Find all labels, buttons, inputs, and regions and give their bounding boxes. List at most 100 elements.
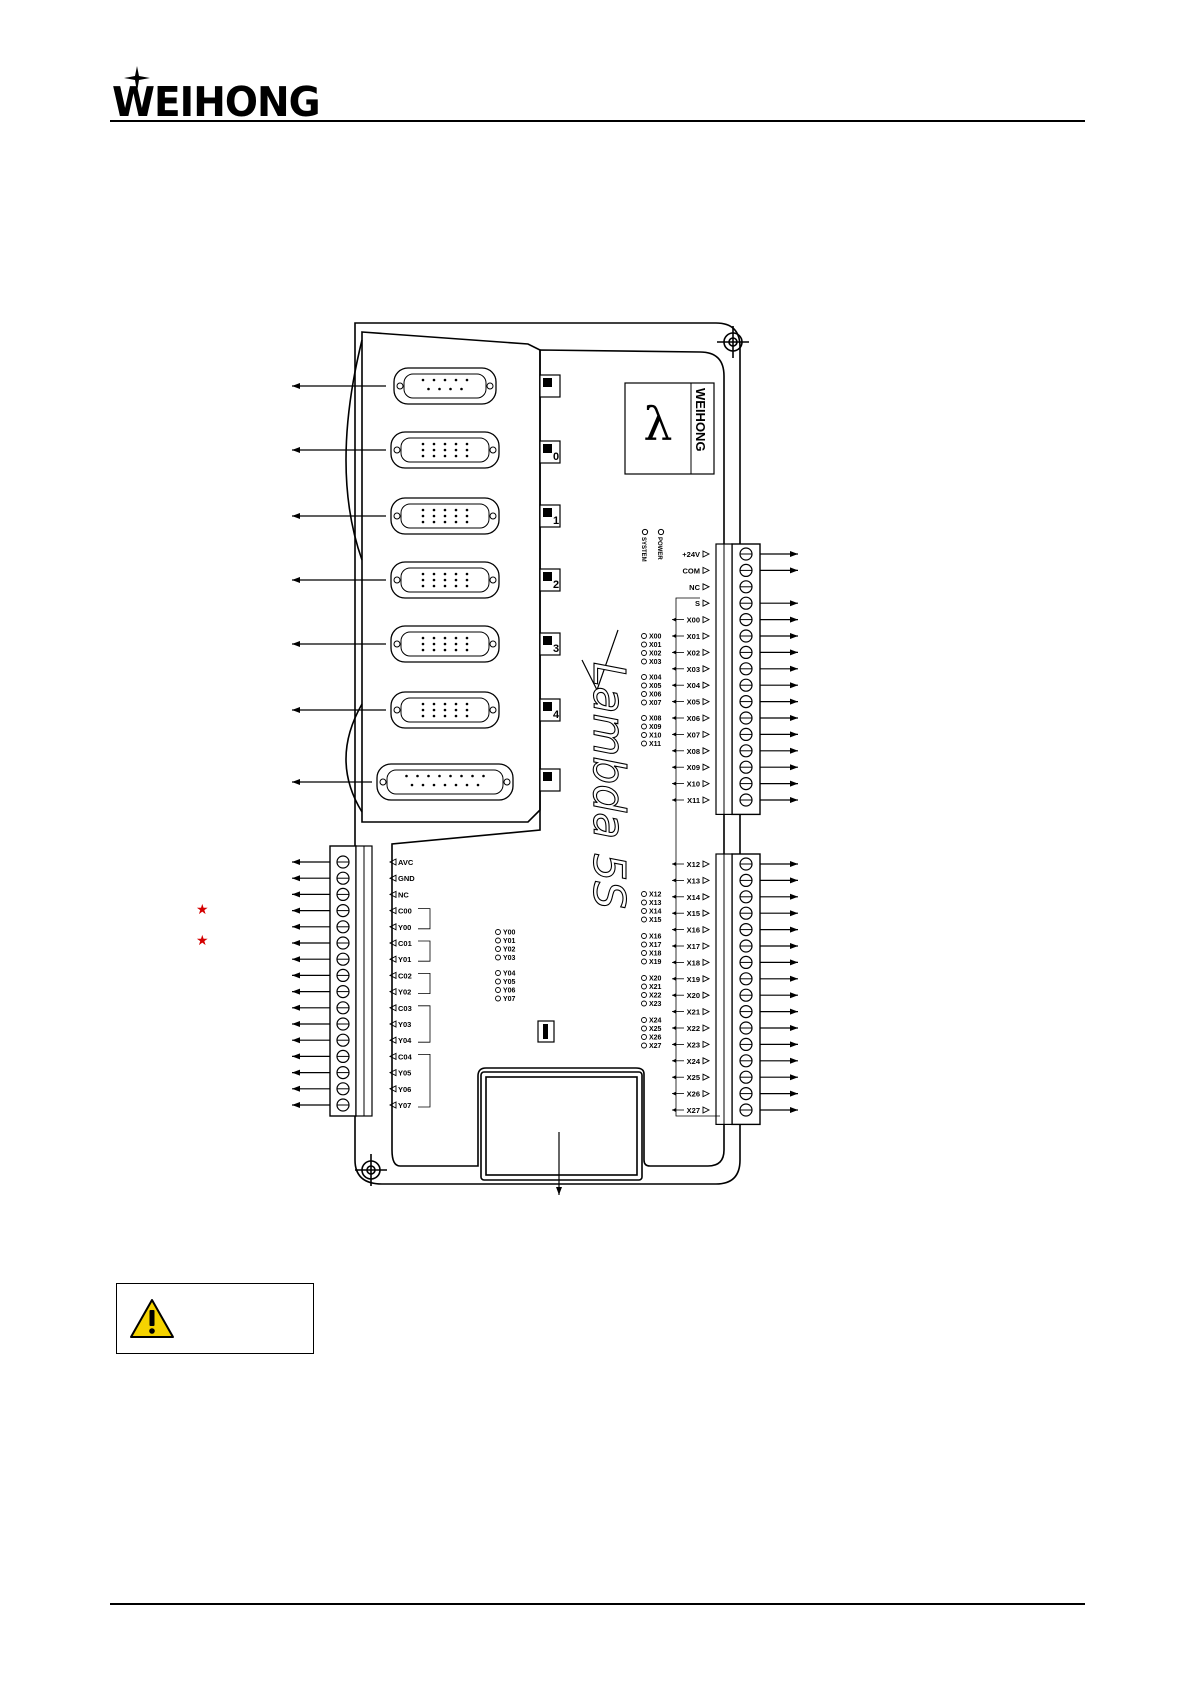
pin-marker xyxy=(702,958,711,967)
led xyxy=(641,699,647,706)
dsub-pin xyxy=(421,454,425,458)
dsub-pin xyxy=(432,378,436,382)
dsub-pin xyxy=(465,648,469,652)
led-label: X08 xyxy=(649,716,662,723)
terminal-label: X05 xyxy=(687,698,700,707)
dsub-pin xyxy=(465,636,469,640)
led xyxy=(495,987,501,993)
terminal-label: X08 xyxy=(687,747,700,756)
led xyxy=(641,740,647,747)
pin-marker xyxy=(702,975,711,983)
dsub-connector xyxy=(393,367,497,405)
input-lead-head xyxy=(672,765,676,770)
input-lead-head xyxy=(672,666,676,671)
dsub-pin xyxy=(443,378,447,382)
terminal-label: C01 xyxy=(398,939,412,948)
dsub-pin xyxy=(443,448,447,452)
dsub-pin xyxy=(432,584,436,588)
pin-marker xyxy=(702,583,711,591)
arrow-head xyxy=(790,567,798,574)
model-text: Lambda 5S xyxy=(583,662,634,909)
dsub-pin xyxy=(465,708,469,712)
port-icon: 0 xyxy=(539,440,561,464)
led xyxy=(641,658,647,665)
terminal-label: X24 xyxy=(687,1057,701,1066)
led xyxy=(641,633,647,639)
led-label: X11 xyxy=(649,741,661,748)
dsub-pin xyxy=(454,442,458,446)
port-icon: 2 xyxy=(539,568,561,592)
arrow-head xyxy=(790,731,798,738)
terminal-label: NC xyxy=(689,583,700,592)
pin-marker xyxy=(702,681,711,689)
input-lead-head xyxy=(672,798,676,802)
pin-marker xyxy=(702,925,711,934)
terminal-label: X10 xyxy=(687,780,700,789)
pin-marker xyxy=(702,876,711,885)
input-lead-head xyxy=(672,617,676,622)
dsub-pin xyxy=(438,387,441,391)
pin-marker xyxy=(388,955,397,963)
system-led-label: SYSTEM xyxy=(640,537,646,562)
terminal-label: X13 xyxy=(687,876,700,885)
input-lead-head xyxy=(672,732,676,737)
dsub-connector xyxy=(390,561,500,599)
led xyxy=(495,954,501,961)
terminal-label: NC xyxy=(398,890,409,899)
port-icon-mark xyxy=(543,572,552,581)
arrow-head xyxy=(292,956,300,963)
pin-marker xyxy=(388,1068,397,1077)
led xyxy=(641,916,647,923)
led-label: Y06 xyxy=(503,988,516,995)
module-lambda-glyph: λ xyxy=(643,397,672,451)
arrow-head xyxy=(790,1025,798,1031)
dsub-face xyxy=(400,503,490,529)
terminal-label: Y01 xyxy=(398,955,411,964)
terminal-label: +24V xyxy=(682,550,700,559)
led xyxy=(641,975,647,981)
dsub-pin xyxy=(421,636,425,640)
terminal-label: X20 xyxy=(687,991,700,1000)
footer-rule xyxy=(110,1603,1085,1605)
arrow-head xyxy=(292,1037,300,1044)
dsub-pin xyxy=(432,642,436,646)
port-icon: 3 xyxy=(539,632,561,656)
pin-marker xyxy=(702,1089,711,1098)
terminal-label: X02 xyxy=(687,648,700,657)
dsub-pin xyxy=(465,783,469,787)
terminal-label: X21 xyxy=(687,1008,700,1017)
dsub-pin xyxy=(443,636,447,640)
dsub-pin xyxy=(465,578,469,582)
dsub-pin xyxy=(454,584,458,588)
dsub-pin xyxy=(421,648,425,652)
input-lead-head xyxy=(672,944,676,948)
input-lead-head xyxy=(672,1091,676,1096)
dsub-pin xyxy=(454,783,458,787)
board-outline xyxy=(345,322,749,1186)
dsub-pin xyxy=(432,448,436,452)
led-label: X23 xyxy=(649,1001,662,1008)
dsub-screw xyxy=(393,512,401,520)
led-label: X24 xyxy=(649,1018,662,1025)
terminal-label: X26 xyxy=(687,1090,700,1099)
arrow-head xyxy=(790,797,798,803)
dsub-screw xyxy=(503,778,511,786)
input-lead-head xyxy=(672,1042,676,1047)
port-icon-mark xyxy=(543,508,552,517)
dsub-pin xyxy=(443,584,447,588)
warning-box xyxy=(116,1283,314,1354)
dsub-pin xyxy=(438,774,441,778)
dsub-pin xyxy=(476,783,480,787)
dsub-pin xyxy=(421,378,425,382)
pin-marker xyxy=(702,714,711,722)
arrow-head xyxy=(790,1008,798,1015)
dsub-face xyxy=(400,437,490,463)
warning-triangle-icon xyxy=(130,1299,174,1338)
module-brand-text: WEIHONG xyxy=(693,388,708,452)
arrow-head xyxy=(292,1053,300,1060)
dsub-pin xyxy=(443,520,447,524)
input-lead-head xyxy=(672,894,676,899)
dsub-pin xyxy=(432,648,436,652)
dsub-connector xyxy=(390,625,500,663)
terminal-label: X11 xyxy=(687,796,700,805)
